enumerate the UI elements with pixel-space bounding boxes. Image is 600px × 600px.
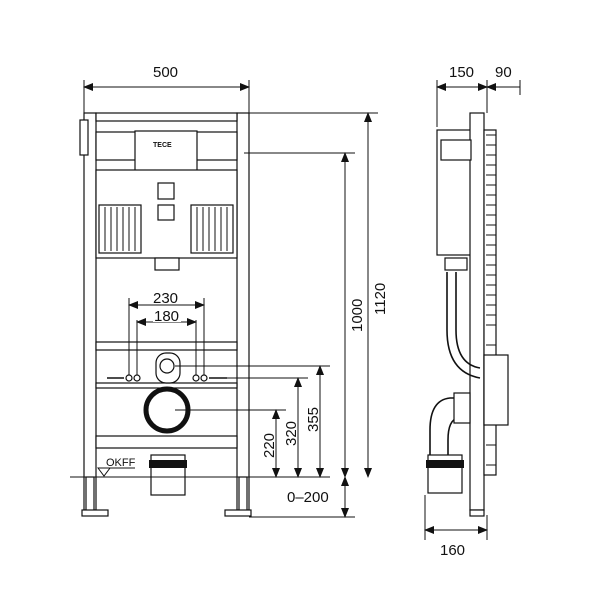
dim-leg-adjust: 0–200 [287, 489, 329, 506]
dim-180: 180 [154, 308, 179, 325]
dim-width: 500 [153, 64, 178, 81]
dim-320: 320 [283, 421, 300, 446]
dim-bottom-160: 160 [440, 542, 465, 559]
dim-230: 230 [153, 290, 178, 307]
dim-depth-150: 150 [449, 64, 474, 81]
actuator-plate [134, 130, 198, 172]
floor-label: OKFF [106, 457, 136, 469]
logo: TECE [153, 142, 172, 149]
dim-depth-90: 90 [495, 64, 512, 81]
side-frame [426, 112, 509, 517]
dim-1120: 1120 [372, 283, 389, 315]
dim-355: 355 [305, 407, 322, 432]
dim-1000: 1000 [349, 299, 366, 332]
dim-220: 220 [261, 433, 278, 458]
cistern-ribs [98, 204, 234, 254]
front-frame: TECE [79, 112, 252, 517]
